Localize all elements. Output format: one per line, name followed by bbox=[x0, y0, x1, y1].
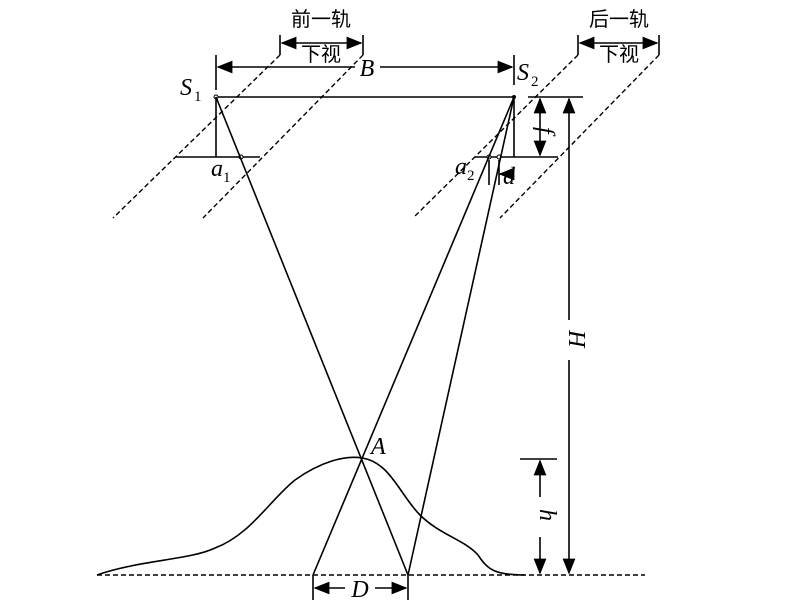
D-label: D bbox=[350, 577, 368, 603]
s1-label: S bbox=[180, 75, 192, 101]
D-dimension bbox=[312, 575, 409, 600]
baseline-dimension bbox=[215, 55, 515, 90]
d-label: d bbox=[503, 164, 516, 190]
terrain-profile bbox=[96, 456, 526, 576]
view-rays bbox=[215, 96, 515, 576]
f-label: f bbox=[532, 127, 558, 137]
H-label: H bbox=[563, 329, 589, 349]
s1-subscript: 1 bbox=[194, 89, 202, 105]
point-A-label: A bbox=[369, 434, 386, 460]
a2-subscript: 2 bbox=[467, 168, 475, 184]
baseline-label: B bbox=[360, 56, 375, 82]
next-track-dimension bbox=[577, 35, 660, 55]
prev-track-nadir-label: 下视 bbox=[301, 42, 341, 66]
s2-subscript: 2 bbox=[531, 74, 539, 90]
prev-track-dimension bbox=[279, 35, 364, 55]
next-track-nadir-label: 下视 bbox=[599, 42, 639, 66]
a1-subscript: 1 bbox=[223, 170, 231, 186]
swath-dashed-lines bbox=[112, 54, 660, 219]
h-label: h bbox=[534, 509, 560, 521]
prev-track-label: 前一轨 bbox=[291, 7, 351, 31]
a1-label: a bbox=[211, 156, 223, 182]
a2-label: a bbox=[455, 154, 467, 180]
next-track-label: 后一轨 bbox=[589, 7, 649, 31]
s2-label: S bbox=[517, 60, 529, 86]
